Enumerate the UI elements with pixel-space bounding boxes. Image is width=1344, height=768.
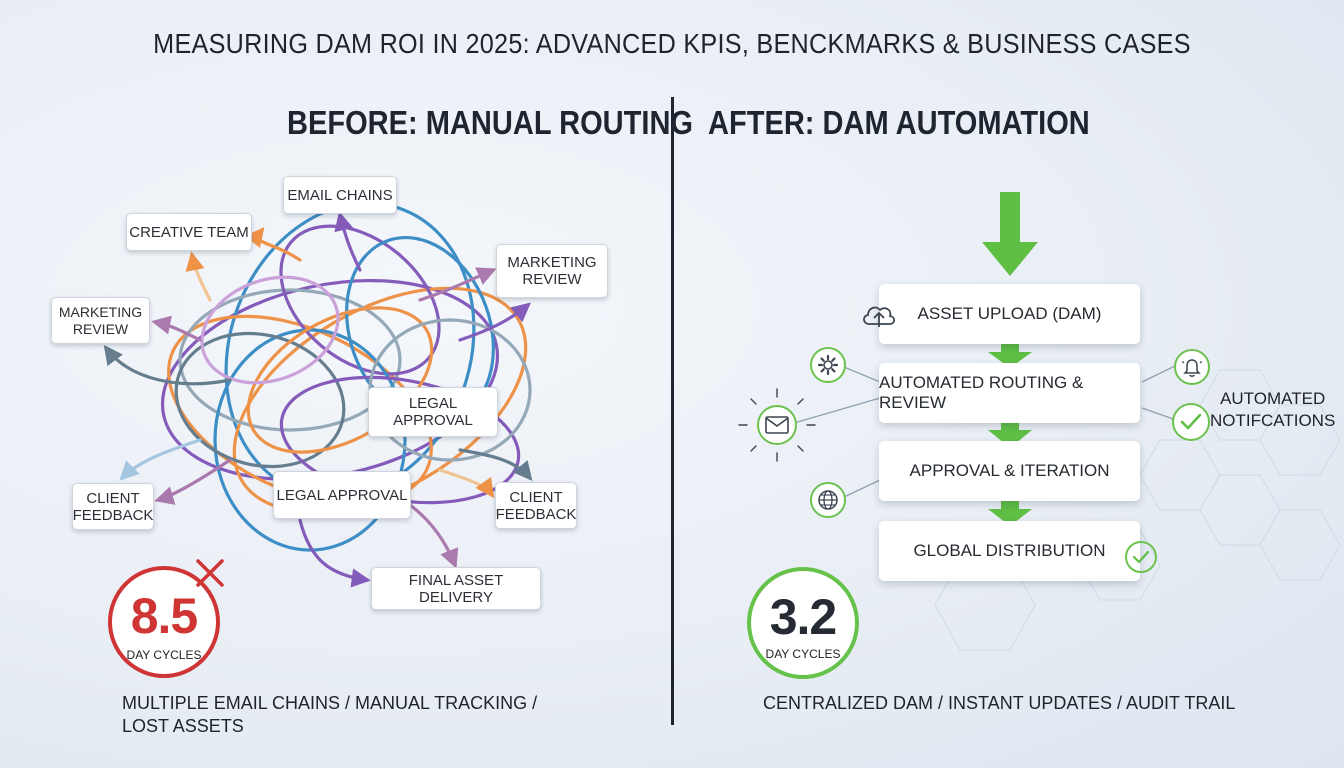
node-client-feedback-right: CLIENT FEEDBACK <box>495 482 577 529</box>
step-asset-upload-label: ASSET UPLOAD (DAM) <box>917 304 1102 323</box>
node-final-asset-delivery: FINAL ASSET DELIVERY <box>371 567 541 610</box>
panel-divider <box>671 97 674 725</box>
tangled-routing-lines <box>103 201 533 588</box>
before-metric-value: 8.5 <box>130 588 199 644</box>
notifications-label-line2: NOTIFCATIONS <box>1210 411 1336 430</box>
node-legal-approval-1: LEGAL APPROVAL <box>368 387 498 437</box>
arrow-down-icon <box>988 420 1032 448</box>
globe-icon <box>810 482 846 518</box>
notifications-label-line1: AUTOMATED <box>1220 389 1326 408</box>
node-marketing-review-left: MARKETING REVIEW <box>51 297 150 344</box>
before-metric-ring: 8.5 DAY CYCLES <box>108 566 220 678</box>
checkmark-icon <box>1125 541 1157 573</box>
notifications-label: AUTOMATED NOTIFCATIONS <box>1210 388 1335 432</box>
envelope-icon <box>757 405 797 445</box>
arrow-down-icon <box>988 342 1032 368</box>
node-creative-team: CREATIVE TEAM <box>126 213 252 251</box>
before-metric-label: DAY CYCLES <box>126 648 202 662</box>
node-email-chains: EMAIL CHAINS <box>283 176 397 214</box>
before-caption: MULTIPLE EMAIL CHAINS / MANUAL TRACKING … <box>122 692 537 738</box>
checkmark-icon <box>1172 403 1210 441</box>
step-approval-iteration-label: APPROVAL & ITERATION <box>909 461 1110 480</box>
after-metric-ring: 3.2 DAY CYCLES <box>747 567 859 679</box>
envelope-icon-rays <box>738 388 816 462</box>
step-asset-upload: ASSET UPLOAD (DAM) <box>879 284 1140 344</box>
step-automated-routing-label: AUTOMATED ROUTING & REVIEW <box>879 373 1084 412</box>
after-metric-label: DAY CYCLES <box>765 647 841 661</box>
node-marketing-review-right: MARKETING REVIEW <box>496 244 608 298</box>
node-client-feedback-left: CLIENT FEEDBACK <box>72 483 154 530</box>
before-heading: BEFORE: MANUAL ROUTING <box>287 104 694 141</box>
before-caption-line2: LOST ASSETS <box>122 716 244 736</box>
page-title: MEASURING DAM ROI IN 2025: ADVANCED KPIS… <box>153 28 1191 59</box>
step-global-distribution-label: GLOBAL DISTRIBUTION <box>913 541 1106 560</box>
after-metric-value: 3.2 <box>769 589 838 645</box>
after-heading: AFTER: DAM AUTOMATION <box>708 104 1090 141</box>
after-caption: CENTRALIZED DAM / INSTANT UPDATES / AUDI… <box>763 693 1236 713</box>
arrow-down-icon <box>988 499 1032 526</box>
step-global-distribution: GLOBAL DISTRIBUTION <box>879 521 1140 581</box>
step-approval-iteration: APPROVAL & ITERATION <box>879 441 1140 501</box>
gear-icon <box>810 347 846 383</box>
x-mark-icon <box>196 559 224 587</box>
step-automated-routing: AUTOMATED ROUTING & REVIEW <box>879 363 1140 423</box>
icon-connector-lines <box>793 364 1178 498</box>
before-caption-line1: MULTIPLE EMAIL CHAINS / MANUAL TRACKING … <box>122 693 538 713</box>
cloud-upload-icon <box>863 306 896 327</box>
bell-icon <box>1174 349 1210 385</box>
flow-arrows <box>982 192 1038 526</box>
arrow-down-icon <box>982 192 1038 276</box>
node-legal-approval-2: LEGAL APPROVAL <box>273 471 411 519</box>
